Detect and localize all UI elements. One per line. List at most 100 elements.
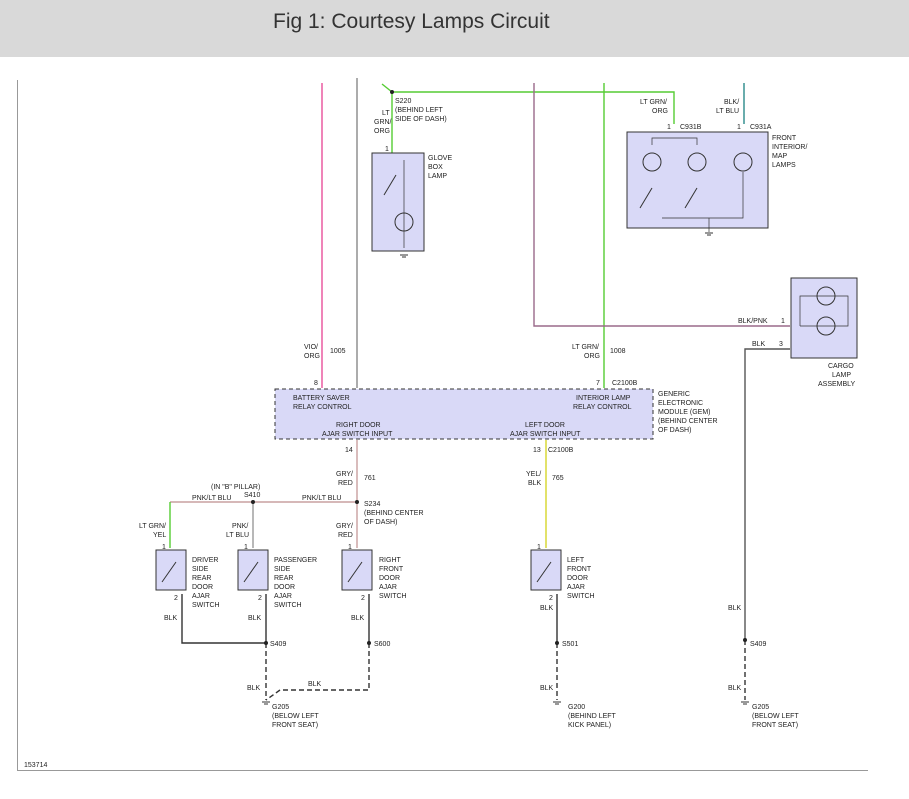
splice-s409a-dot bbox=[264, 641, 268, 645]
lf-label-2: FRONT bbox=[567, 566, 592, 573]
rf-label-2: FRONT bbox=[379, 566, 404, 573]
splice-s501-dot bbox=[555, 641, 559, 645]
map-switch-2 bbox=[684, 187, 698, 209]
map-label-4: LAMPS bbox=[772, 162, 796, 169]
yelblk-circ: 765 bbox=[552, 475, 564, 482]
wire-label-grn: GRN/ bbox=[374, 119, 392, 126]
glove-label-2: BOX bbox=[428, 164, 443, 171]
gem-label-3: MODULE (GEM) bbox=[658, 409, 711, 416]
wire-ltgrn-org-bus bbox=[392, 91, 675, 124]
driver-label-6: SWITCH bbox=[192, 602, 220, 609]
map-wire-blk-1: BLK/ bbox=[724, 99, 739, 106]
gem-right-door-1: RIGHT DOOR bbox=[336, 422, 381, 429]
s410-pillar: (IN "B" PILLAR) bbox=[211, 484, 260, 491]
map-label-1: FRONT bbox=[772, 135, 797, 142]
s234-label: S234 bbox=[364, 501, 380, 508]
ltgrnyel-2: YEL bbox=[153, 532, 166, 539]
cargo-label-3: ASSEMBLY bbox=[818, 381, 856, 388]
glove-label-1: GLOVE bbox=[428, 155, 452, 162]
blk-rf: BLK bbox=[351, 615, 365, 622]
passenger-label-5: AJAR bbox=[274, 593, 292, 600]
map-switch-1 bbox=[639, 187, 653, 209]
cargo-label-1: CARGO bbox=[828, 363, 854, 370]
gem-interior-lamp-2: RELAY CONTROL bbox=[573, 404, 632, 411]
blk-lf: BLK bbox=[540, 605, 554, 612]
g205b-note1: (BELOW LEFT bbox=[752, 713, 799, 720]
cargo-label-2: LAMP bbox=[832, 372, 851, 379]
blkpnk-label: BLK/PNK bbox=[738, 318, 768, 325]
g205a-label: G205 bbox=[272, 704, 289, 711]
gem-label-5: OF DASH) bbox=[658, 427, 691, 434]
gem-pin-13: 13 bbox=[533, 447, 541, 454]
gryred-circ: 761 bbox=[364, 475, 376, 482]
g205a-note2: FRONT SEAT) bbox=[272, 722, 318, 729]
c2100b-top: C2100B bbox=[612, 380, 638, 387]
gem-battery-saver-2: RELAY CONTROL bbox=[293, 404, 352, 411]
driver-switch-blade bbox=[161, 561, 177, 583]
gem-label-2: ELECTRONIC bbox=[658, 400, 703, 407]
passenger-label-2: SIDE bbox=[274, 566, 291, 573]
passenger-switch-blade bbox=[243, 561, 259, 583]
g200-note2: KICK PANEL) bbox=[568, 722, 611, 729]
blk-g205b: BLK bbox=[728, 685, 742, 692]
gryred-label-2: RED bbox=[338, 480, 353, 487]
cargo-lamp-box bbox=[790, 277, 858, 359]
gryred-label-1: GRY/ bbox=[336, 471, 353, 478]
pnk-1: PNK/ bbox=[232, 523, 248, 530]
map-wire-ltgrn-2: ORG bbox=[652, 108, 668, 115]
pnkltblu-a: PNK/LT BLU bbox=[192, 495, 231, 502]
splice-s234-dot bbox=[355, 500, 359, 504]
s409a-label: S409 bbox=[270, 641, 286, 648]
gem-pin-14: 14 bbox=[345, 447, 353, 454]
map-lamps-box bbox=[626, 131, 769, 229]
map-label-2: INTERIOR/ bbox=[772, 144, 807, 151]
lf-label-4: AJAR bbox=[567, 584, 585, 591]
wire-s220-stub bbox=[381, 83, 393, 93]
s234-note2: OF DASH) bbox=[364, 519, 397, 526]
blk-passenger: BLK bbox=[248, 615, 262, 622]
g205a-note1: (BELOW LEFT bbox=[272, 713, 319, 720]
driver-label-5: AJAR bbox=[192, 593, 210, 600]
s600-label: S600 bbox=[374, 641, 390, 648]
pnk-2: LT BLU bbox=[226, 532, 249, 539]
lf-pin-2: 2 bbox=[549, 595, 553, 602]
gem-interior-lamp-1: INTERIOR LAMP bbox=[576, 395, 631, 402]
passenger-pin-2: 2 bbox=[258, 595, 262, 602]
blk-g200: BLK bbox=[540, 685, 554, 692]
driver-pin-2: 2 bbox=[174, 595, 178, 602]
map-label-3: MAP bbox=[772, 153, 788, 160]
diagram-frame bbox=[17, 80, 868, 771]
gem-ltgrn-1: LT GRN/ bbox=[572, 344, 599, 351]
s220-note2: SIDE OF DASH) bbox=[395, 116, 447, 123]
driver-label-2: SIDE bbox=[192, 566, 209, 573]
driver-label-3: REAR bbox=[192, 575, 211, 582]
map-gnd-wire bbox=[662, 172, 744, 219]
wire-blk-driver bbox=[181, 594, 266, 644]
g200-note1: (BEHIND LEFT bbox=[568, 713, 617, 720]
g205b-note2: FRONT SEAT) bbox=[752, 722, 798, 729]
blk-bridge: BLK bbox=[308, 681, 322, 688]
gem-battery-saver-1: BATTERY SAVER bbox=[293, 395, 350, 402]
s220-note1: (BEHIND LEFT bbox=[395, 107, 444, 114]
blk-driver: BLK bbox=[164, 615, 178, 622]
gem-module-box bbox=[274, 388, 654, 440]
cargo-pin-1: 1 bbox=[781, 318, 785, 325]
lf-label-3: DOOR bbox=[567, 575, 588, 582]
rf-switch-blade bbox=[347, 561, 363, 583]
lf-label-5: SWITCH bbox=[567, 593, 595, 600]
wire-blk-dash-b bbox=[265, 643, 370, 701]
splice-s409b-dot bbox=[743, 638, 747, 642]
lf-label-1: LEFT bbox=[567, 557, 585, 564]
ground-symbol-glove bbox=[400, 254, 408, 258]
map-bulb-2 bbox=[687, 152, 707, 172]
driver-label-1: DRIVER bbox=[192, 557, 218, 564]
rf-pin-1: 1 bbox=[348, 544, 352, 551]
gem-left-door-1: LEFT DOOR bbox=[525, 422, 565, 429]
blk-g205a: BLK bbox=[247, 685, 261, 692]
passenger-label-4: DOOR bbox=[274, 584, 295, 591]
s220-label: S220 bbox=[395, 98, 411, 105]
page-title: Fig 1: Courtesy Lamps Circuit bbox=[273, 10, 550, 33]
glove-label-3: LAMP bbox=[428, 173, 447, 180]
passenger-pin-1: 1 bbox=[244, 544, 248, 551]
